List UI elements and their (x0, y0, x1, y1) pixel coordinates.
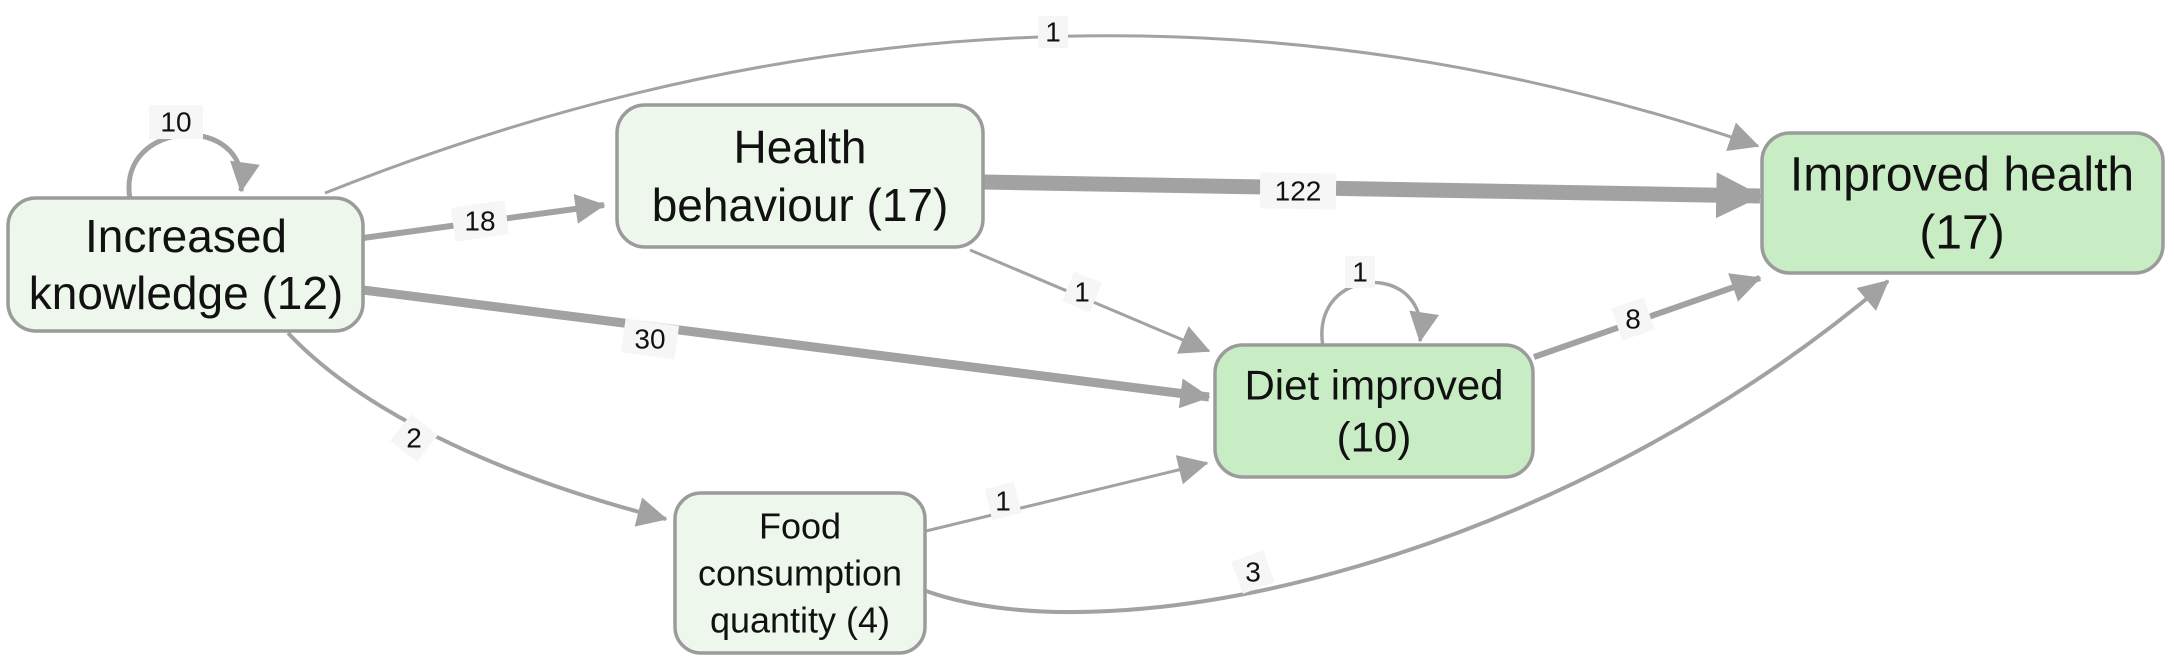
edge-weight-group: 3 (1231, 550, 1275, 594)
node-increased-knowledge[interactable]: Increased knowledge (12) (6, 196, 365, 333)
edge-label-background (1038, 16, 1068, 48)
edge-diet-improved-self-loop[interactable] (1320, 280, 1439, 348)
edge-health-behaviour-to-improved-health[interactable] (983, 172, 1763, 219)
edge-weight-group: 30 (620, 318, 680, 360)
edge-weight-label: 1 (1352, 257, 1368, 288)
edge-weight-group: 1 (1345, 256, 1375, 288)
edge-label-background (390, 414, 438, 462)
node-label-line: Health (734, 121, 867, 173)
edge-label-background (1061, 271, 1103, 313)
edge-weight-group: 122 (1259, 172, 1337, 210)
edge-weight-group: 18 (450, 200, 510, 242)
node-label-line: (10) (1337, 414, 1412, 461)
edge-increased-knowledge-to-food-consumption-quantity[interactable] (286, 331, 668, 527)
node-label-line: Increased (85, 210, 287, 262)
edge-label-background (1345, 256, 1375, 288)
edge-weight-group: 1 (984, 481, 1022, 521)
edge-food-consumption-quantity-to-diet-improved[interactable] (925, 455, 1209, 533)
edge-label-background (1611, 297, 1655, 341)
edge-increased-knowledge-to-diet-improved[interactable] (362, 285, 1211, 409)
node-shape[interactable] (1760, 131, 2165, 275)
node-shape[interactable] (673, 491, 927, 655)
edge-food-consumption-quantity-to-improved-health[interactable] (925, 279, 1890, 615)
edge-weight-group: 10 (149, 105, 203, 139)
edge-weight-group: 2 (390, 414, 438, 462)
node-shape[interactable] (1213, 343, 1535, 479)
node-label-line: behaviour (17) (652, 179, 949, 231)
edge-weight-label: 122 (1275, 176, 1322, 207)
node-label-line: quantity (4) (710, 600, 890, 641)
edge-label-background (620, 318, 680, 360)
node-health-behaviour[interactable]: Health behaviour (17) (615, 103, 985, 249)
edge-label-background (450, 200, 510, 242)
node-improved-health[interactable]: Improved health (17) (1760, 131, 2165, 275)
edge-weight-label: 3 (1245, 557, 1261, 588)
node-food-consumption-quantity[interactable]: Food consumption quantity (4) (673, 491, 927, 655)
edge-label-background (1259, 172, 1337, 210)
node-label-line: consumption (698, 553, 902, 594)
edge-label-background (149, 105, 203, 139)
edge-weight-label: 8 (1625, 304, 1641, 335)
edge-weight-label: 2 (406, 423, 422, 454)
node-shape[interactable] (6, 196, 365, 333)
node-label-line: Food (759, 506, 841, 547)
edge-weight-label: 18 (464, 206, 495, 237)
edge-weight-label: 10 (160, 107, 191, 138)
node-label-line: (17) (1919, 207, 2004, 260)
node-shape[interactable] (615, 103, 985, 249)
edge-weight-label: 1 (1074, 277, 1090, 308)
node-label-line: Improved health (1790, 149, 2134, 202)
edge-weight-label: 1 (1045, 17, 1061, 48)
edge-label-background (1231, 550, 1275, 594)
edge-weight-label: 30 (634, 324, 665, 355)
node-label-line: knowledge (12) (29, 267, 344, 319)
edge-weight-group: 1 (1061, 271, 1103, 313)
node-label-line: Diet improved (1244, 362, 1503, 409)
edge-increased-knowledge-self-loop[interactable] (126, 132, 260, 200)
node-diet-improved[interactable]: Diet improved (10) (1213, 343, 1535, 479)
edge-weight-group: 1 (1038, 16, 1068, 48)
edge-weight-group: 8 (1611, 297, 1655, 341)
edge-label-background (984, 481, 1022, 521)
edge-weight-label: 1 (995, 486, 1011, 517)
edge-increased-knowledge-to-improved-health[interactable] (324, 34, 1760, 195)
